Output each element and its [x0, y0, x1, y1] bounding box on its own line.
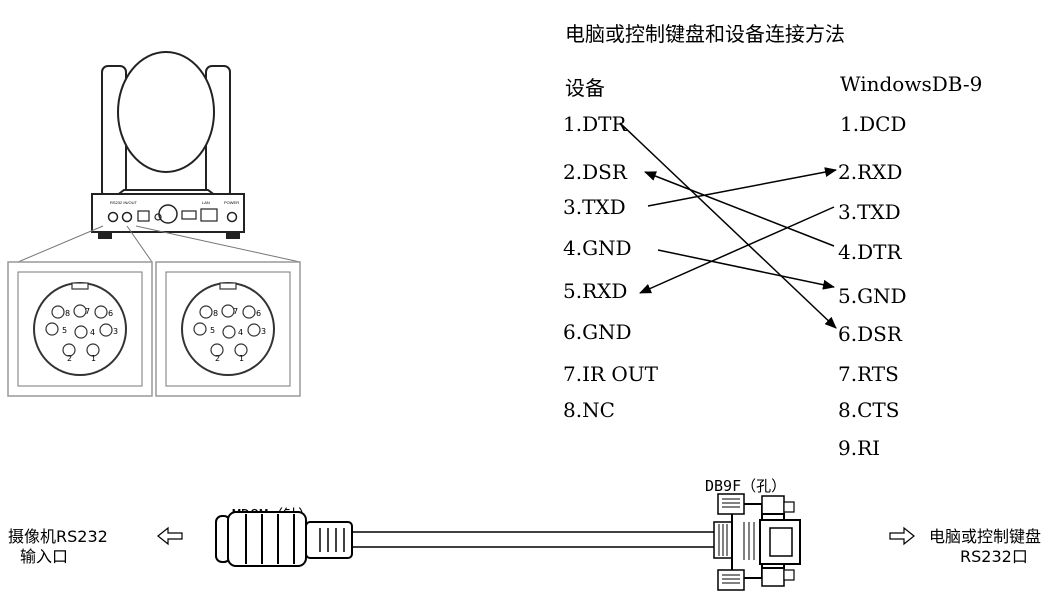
md8m-connector — [215, 511, 353, 567]
mini-din-right: 8 7 6 5 4 3 2 1 — [155, 261, 301, 397]
power-port — [226, 211, 238, 223]
device-pin: 6.GND — [563, 320, 632, 344]
pc-port-label-1: 电脑或控制键盘 — [929, 527, 1042, 546]
db9-pin: 7.RTS — [838, 362, 899, 386]
svg-text:1: 1 — [239, 354, 244, 363]
svg-text:5: 5 — [62, 326, 67, 335]
svg-text:3: 3 — [113, 327, 118, 336]
db9-pin: 5.GND — [838, 284, 907, 308]
svg-text:4: 4 — [90, 328, 95, 337]
mini-din-left: 8 7 6 5 4 3 2 1 — [7, 261, 153, 397]
wire-gnd-to-gnd — [657, 249, 835, 290]
db9-pin: 9.RI — [838, 436, 881, 460]
db9-pin: 6.DSR — [838, 322, 902, 346]
svg-text:7: 7 — [85, 307, 90, 316]
db9-pin: 4.DTR — [838, 240, 902, 264]
device-pin: 1.DTR — [563, 112, 627, 136]
db9-pin: 2.RXD — [838, 160, 903, 184]
device-pin: 7.IR OUT — [563, 362, 658, 386]
db9f-connector — [713, 493, 801, 591]
db9-pin: 1.DCD — [840, 112, 907, 136]
panel-label: POWER — [224, 200, 239, 205]
port-rs232-out — [121, 211, 133, 223]
svg-text:3: 3 — [261, 327, 266, 336]
wire-dtr-to-dsr-back — [644, 171, 835, 247]
svg-text:8: 8 — [65, 309, 70, 318]
svg-text:6: 6 — [108, 309, 113, 318]
svg-text:4: 4 — [238, 328, 243, 337]
svg-text:6: 6 — [256, 309, 261, 318]
device-pin: 8.NC — [563, 398, 615, 422]
db9-pin: 8.CTS — [838, 398, 900, 422]
camera-port-label-1: 摄像机RS232 — [8, 527, 108, 546]
device-header: 设备 — [565, 76, 605, 100]
diagram-title: 电脑或控制键盘和设备连接方法 — [565, 22, 845, 46]
svg-text:2: 2 — [67, 354, 72, 363]
panel-label: LAN — [202, 200, 210, 205]
device-pin: 3.TXD — [563, 195, 626, 219]
right-arrow-icon — [889, 526, 915, 546]
device-pin: 2.DSR — [563, 160, 627, 184]
wire-txd-to-rxd — [647, 167, 837, 207]
wire-txd-to-rxd-back — [639, 206, 835, 294]
db9-pin: 3.TXD — [838, 200, 901, 224]
left-arrow-icon — [157, 526, 183, 546]
svg-text:5: 5 — [210, 326, 215, 335]
device-pin: 5.RXD — [563, 279, 628, 303]
camera-head — [117, 51, 215, 173]
svg-text:1: 1 — [91, 354, 96, 363]
db9f-label: DB9F（孔） — [705, 477, 787, 495]
camera-illustration: RS232 IN/OUT POWER LAN — [17, 51, 301, 263]
svg-text:8: 8 — [213, 309, 218, 318]
camera-base — [91, 193, 245, 233]
svg-text:2: 2 — [215, 354, 220, 363]
db9-header: WindowsDB-9 — [840, 72, 983, 96]
panel-label: RS232 IN/OUT — [110, 200, 137, 205]
port-rs232-in — [107, 211, 119, 223]
camera-port-label-2: 输入口 — [20, 547, 69, 566]
svg-text:7: 7 — [233, 307, 238, 316]
device-pin: 4.GND — [563, 236, 632, 260]
lan-port — [200, 208, 218, 222]
wire-dtr-to-dsr — [619, 122, 837, 329]
pc-port-label-2: RS232口 — [960, 547, 1028, 566]
